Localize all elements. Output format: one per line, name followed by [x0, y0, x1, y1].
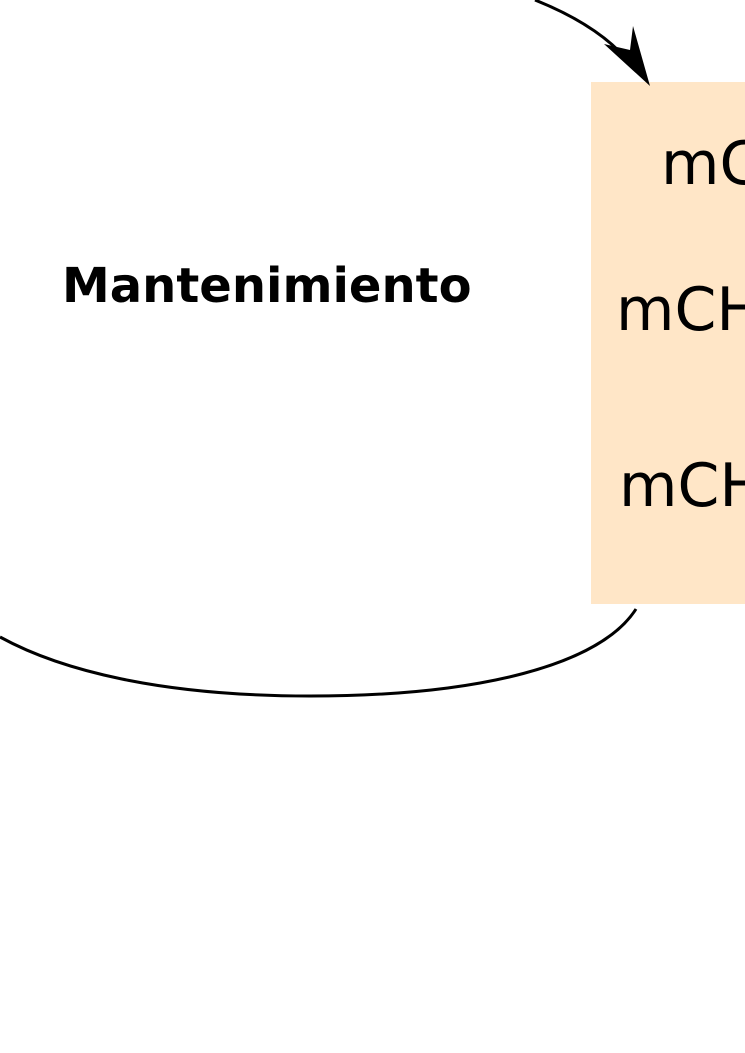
edge-label-mantenimiento: Mantenimiento: [62, 258, 472, 314]
arrowhead: [604, 26, 650, 86]
loop-edge-bottom: [0, 608, 638, 698]
node-line: mC: [661, 129, 745, 199]
diagram-node: mC mCH mCH: [591, 82, 745, 604]
loop-edge-top: [534, 0, 622, 54]
node-line: mCH: [619, 451, 745, 521]
node-line: mCH: [616, 275, 745, 345]
node-fill: [591, 82, 745, 604]
